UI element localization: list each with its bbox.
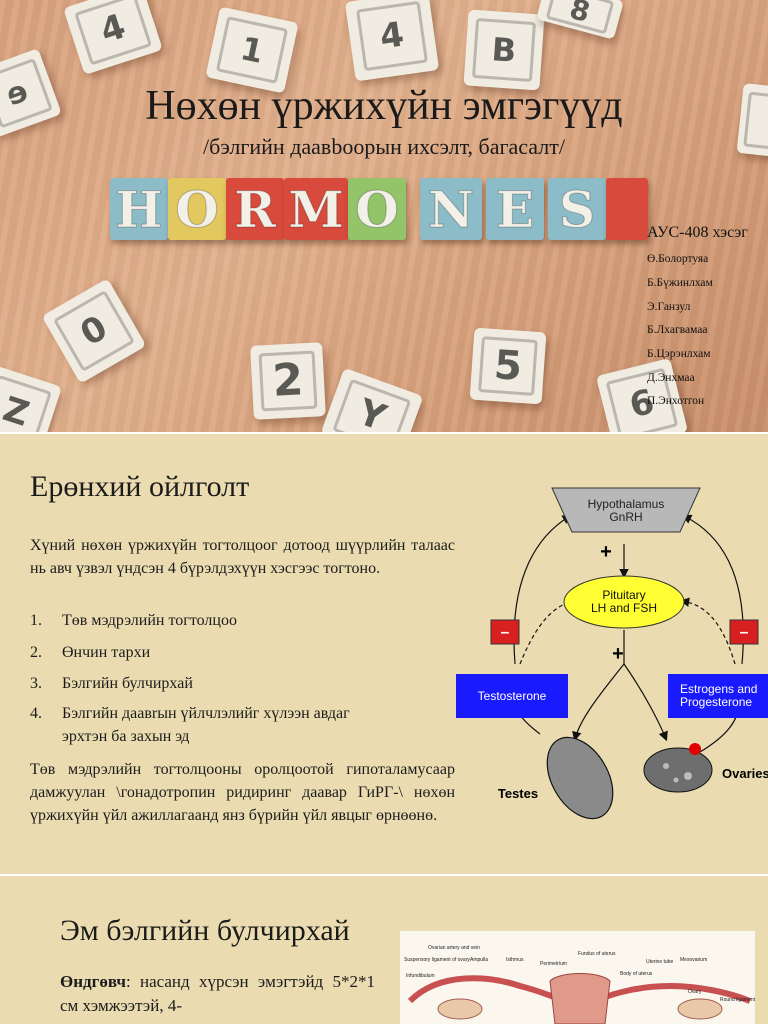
estrogens-label: Estrogens and Progesterone (668, 674, 768, 718)
hormones-letter-block: M (284, 178, 348, 240)
member-name: Б.Цэрэнлхам (647, 348, 711, 360)
arrow-line (623, 663, 668, 742)
anatomy-label: Round ligament (720, 997, 756, 1003)
anatomy-label: Mesovarium (680, 957, 708, 963)
slide-title: Нөхөн үржихүйн эмгэгүүд (145, 83, 623, 129)
slide-heading: Эм бэлгийн булчирхай (60, 914, 350, 947)
hormones-letter-block: N (420, 178, 482, 240)
anatomy-label: Uterine tube (646, 959, 674, 965)
hormones-letter-block: E (486, 178, 544, 240)
lh-fsh-text: LH and FSH (590, 601, 658, 615)
member-name: П.Энхотгон (647, 395, 705, 407)
list-item: 4.Бэлгийн даавrын үйлчлэлийг хүлээн авда… (30, 705, 350, 722)
estrogens-text: Estrogens and (680, 682, 758, 696)
arrow-line (513, 514, 573, 665)
group-name: АУС-408 хэсэг (647, 224, 748, 241)
ovary-shape (643, 747, 713, 793)
ovaries-label: Ovaries (722, 765, 768, 781)
anatomy-label: Ovary (688, 989, 702, 995)
uterus-shape (549, 973, 611, 1024)
hormones-letter-block: R (226, 178, 284, 240)
hormones-letter-block: H (110, 178, 168, 240)
list-item: 1.Төв мэдрэлийн тогтолцоо (30, 612, 237, 629)
arrow-line (679, 597, 736, 665)
toy-block: B (463, 9, 545, 91)
minus-badge (729, 619, 759, 645)
plus-sign: + (612, 642, 624, 665)
list-item-continuation: эрхтэн ба захын эд (62, 728, 190, 745)
hypothalamus-shape (551, 487, 701, 533)
anatomy-label: Body of uterus (620, 971, 653, 977)
anatomy-label: Isthmus (506, 957, 524, 963)
estrogens-box (668, 674, 768, 718)
testis-shape (546, 736, 614, 820)
minus-badge (490, 619, 520, 645)
ovary-slide: Эм бэлгийн булчирхай Өндгөвч: насанд хүр… (0, 876, 768, 1024)
testes-label: Testes (497, 785, 539, 801)
ovary-left (437, 998, 483, 1020)
plus-sign: + (600, 540, 612, 563)
hypothalamus-label: Hypothalamus GnRH (570, 491, 682, 531)
title-slide: 4 1 4 B 8 ɘ 0 2 5 Y Z 6 H O R M O N E S … (0, 0, 768, 432)
anatomy-label: Fundus of uterus (578, 951, 616, 957)
anatomy-label: Ovarian artery and vein (428, 945, 480, 951)
pituitary-label: Pituitary LH and FSH (570, 582, 678, 622)
pituitary-shape (563, 575, 685, 629)
arrow-line (572, 663, 625, 742)
ovary-follicle (684, 772, 692, 780)
member-name: Б.Бүжинлхам (647, 277, 713, 289)
arrow-line (519, 597, 577, 665)
pituitary-text: Pituitary (602, 588, 646, 602)
intro-paragraph: Хүний нөхөн үржихүйн тогтолцоог дотоод ш… (30, 537, 455, 577)
minus-sign: – (739, 623, 749, 641)
ovary-paragraph: Өндгөвч: насанд хүрсэн эмэгтэйд 5*2*1 см… (60, 970, 375, 1018)
testosterone-label: Testosterone (477, 688, 547, 703)
anatomy-label: Ampulla (470, 957, 489, 963)
gnrh-text: GnRH (609, 510, 643, 524)
ovary-follicle (663, 763, 669, 769)
member-name: Б.Лхагвамаа (647, 324, 708, 336)
hormones-letter-block: S (548, 178, 606, 240)
minus-sign: – (500, 623, 510, 641)
toy-block: 2 (250, 342, 326, 420)
anatomy-drawing (407, 973, 752, 1024)
hypothalamus-text: Hypothalamus (587, 497, 665, 511)
hormones-letter-block (606, 178, 648, 240)
ovary-right (677, 998, 723, 1020)
slide-divider (0, 874, 768, 876)
ovary-description: : насанд хүрсэн эмэгтэйд 5*2*1 см хэмжээ… (60, 972, 375, 1015)
member-name: Д.Энхмаа (647, 372, 695, 384)
slide-divider (0, 432, 768, 434)
anatomy-label: Suspensory ligament of ovary (404, 957, 470, 963)
anatomy-label: Infundibulum (406, 973, 435, 979)
uterine-tube-left (407, 975, 561, 1004)
member-name: Ө.Болортуяа (647, 253, 709, 265)
toy-block: 4 (344, 0, 440, 82)
list-item: 2.Өнчин тархи (30, 644, 151, 661)
anatomy-label: Perimetrium (540, 961, 567, 967)
hormone-feedback-diagram (456, 487, 768, 820)
ovary-follicle (673, 777, 679, 783)
testosterone-box (456, 674, 568, 718)
ovary-follicle (689, 743, 701, 755)
outro-paragraph: Төв мэдрэлийн тогтолцооны оролцоотой гип… (30, 761, 455, 824)
hormones-letter-block: O (348, 178, 406, 240)
slide-subtitle: /бэлгийн даавbooрын ихсэлт, багасалт/ (203, 134, 565, 159)
reproductive-anatomy-figure: Ovarian artery and vein Suspensory ligam… (400, 931, 755, 1024)
overview-slide: Ерөнхий ойлголт Хүний нөхөн үржихүйн тог… (0, 434, 768, 874)
uterine-tube-right (598, 982, 752, 1004)
bold-term: Өндгөвч (60, 972, 126, 991)
member-name: Э.Ганзул (647, 301, 691, 313)
hormones-letter-block: O (168, 178, 226, 240)
list-item: 3.Бэлгийн булчирхай (30, 675, 193, 692)
slide-heading: Ерөнхий ойлголт (30, 470, 250, 503)
progesterone-text: Progesterone (680, 695, 753, 709)
toy-block: 5 (469, 327, 547, 405)
